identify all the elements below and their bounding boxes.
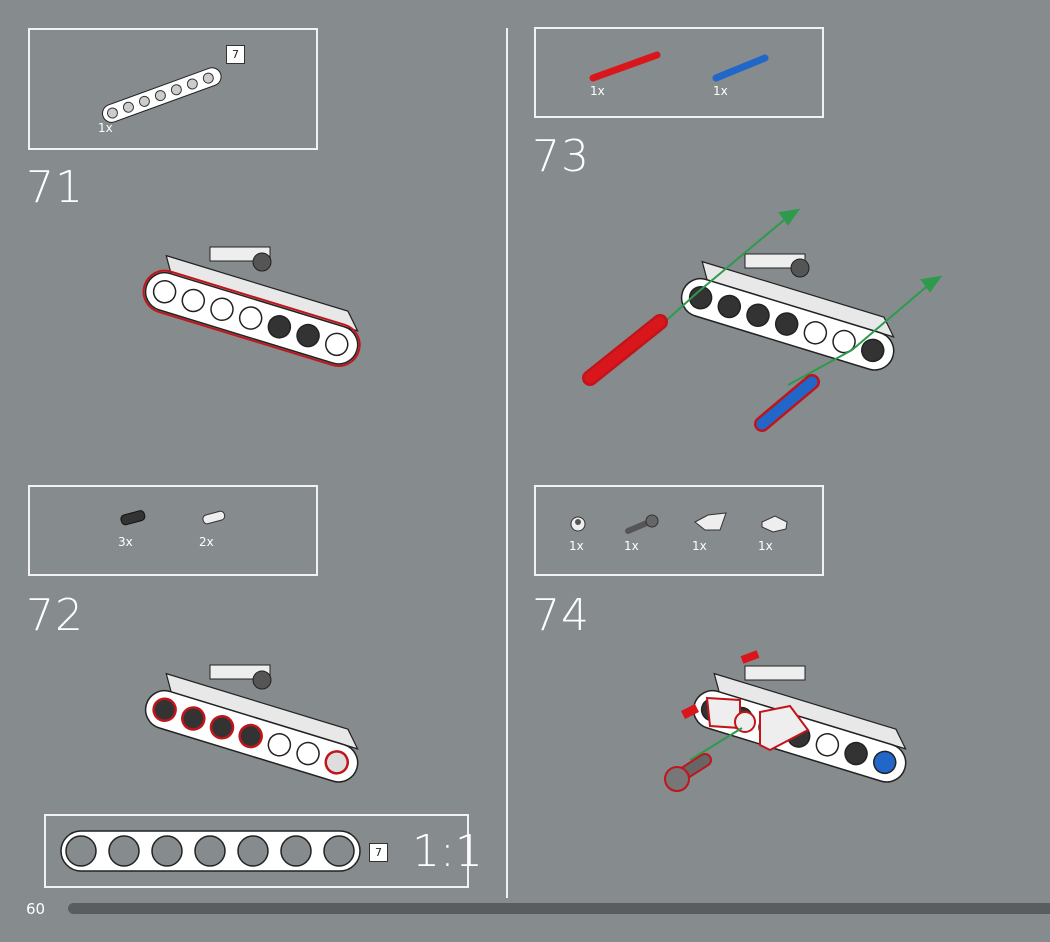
step-number-73: 73: [532, 131, 590, 182]
step-number-72: 72: [26, 590, 84, 641]
qty-73-blue-axle: 1x: [713, 84, 728, 98]
scale-reference-box: [44, 814, 469, 888]
qty-74-tile: 1x: [758, 539, 773, 553]
qty-73-red-axle: 1x: [590, 84, 605, 98]
bush-part-icon: [570, 516, 586, 532]
length-label-71: 7: [226, 45, 245, 64]
qty-72-black-pin: 3x: [118, 535, 133, 549]
beam-7-part-icon: [102, 67, 222, 123]
step-73-model: [582, 208, 943, 432]
tile-part-icon: [761, 515, 788, 533]
blue-axle-part-icon: [712, 54, 769, 82]
red-axle-part-icon: [589, 51, 661, 82]
step-74-model: [664, 650, 916, 792]
parts-box-72: [28, 485, 318, 576]
qty-74-wedge: 1x: [692, 539, 707, 553]
qty-74-bush: 1x: [569, 539, 584, 553]
scale-label: 1:1: [412, 826, 483, 877]
qty-74-ball-pin: 1x: [624, 539, 639, 553]
white-pin-part-icon: [202, 510, 226, 525]
qty-72-white-pin: 2x: [199, 535, 214, 549]
step-number-71: 71: [26, 162, 84, 213]
parts-box-73: [534, 27, 824, 118]
wedge-part-icon: [694, 512, 727, 531]
step-number-74: 74: [532, 590, 590, 641]
step-71-model: [140, 246, 368, 370]
parts-box-71: [28, 28, 318, 150]
parts-box-74: [534, 485, 824, 576]
scale-reference-beam: [60, 830, 361, 872]
step-72-model: [140, 664, 368, 788]
qty-71-beam: 1x: [98, 121, 113, 135]
ball-pin-part-icon: [625, 514, 659, 534]
scale-length-label: 7: [369, 843, 388, 862]
column-divider: [506, 28, 508, 898]
page-progress-bar: [68, 903, 1050, 914]
black-pin-part-icon: [120, 510, 146, 526]
page-number: 60: [26, 900, 46, 918]
